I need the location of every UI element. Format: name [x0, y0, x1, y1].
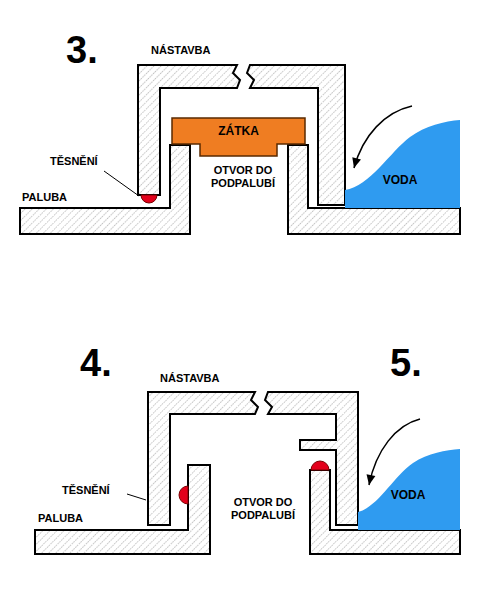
arrow-head — [367, 474, 376, 485]
arrow-head — [352, 157, 361, 168]
plug-outline — [172, 118, 305, 156]
part-label: TĚSNĚNÍ — [62, 484, 110, 497]
water-region: VODA — [345, 100, 460, 208]
callout-number: 4. — [80, 341, 112, 387]
water-label: VODA — [391, 488, 426, 502]
node-outline — [358, 415, 460, 530]
seal — [179, 486, 188, 504]
flow-arrow — [369, 419, 420, 485]
node-outline — [345, 100, 460, 208]
water-shape — [345, 120, 460, 208]
seal — [311, 461, 329, 470]
water-shape — [358, 449, 460, 530]
part-label: OTVOR DO PODPALUBÍ — [200, 164, 286, 190]
flow-arrow — [354, 106, 412, 168]
deck — [20, 145, 190, 234]
leader-line — [127, 494, 146, 500]
leader-line — [104, 171, 139, 196]
part-label: PALUBA — [22, 191, 67, 204]
water-label: VODA — [383, 173, 418, 187]
part-label: TĚSNĚNÍ — [50, 155, 98, 168]
callout-number: 3. — [66, 28, 98, 74]
part-label: OTVOR DO PODPALUBÍ — [219, 496, 307, 522]
part-label: NÁSTAVBA — [160, 372, 219, 385]
part-label: NÁSTAVBA — [151, 44, 210, 57]
seal — [141, 195, 157, 203]
water-region: VODA — [358, 415, 460, 530]
part-label: PALUBA — [38, 512, 83, 525]
part-label: ZÁTKA — [218, 124, 259, 138]
plug-shape: ZÁTKA — [172, 118, 305, 156]
deck — [35, 465, 210, 554]
callout-number: 5. — [390, 341, 422, 387]
